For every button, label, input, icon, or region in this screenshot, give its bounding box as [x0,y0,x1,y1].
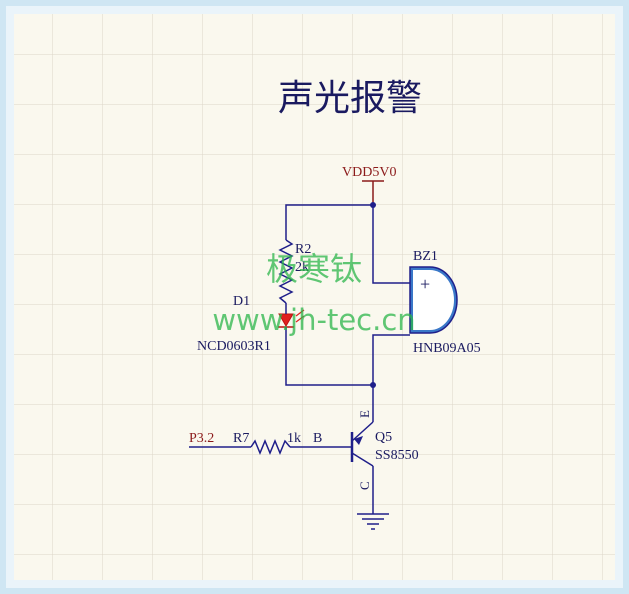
r7-ref: R7 [233,431,249,446]
bz1-ref: BZ1 [413,249,438,264]
resistor-r7 [250,439,291,455]
d1-value: NCD0603R1 [197,339,271,354]
q5-value: SS8550 [375,448,419,463]
led-d1 [278,309,305,336]
transistor-q5 [350,421,374,467]
q5-emitter-pin: E [357,410,372,418]
q5-base-pin: B [313,431,322,446]
bz1-plus-pin: + [420,274,430,294]
r2-ref: R2 [295,242,311,257]
r7-value: 1k [287,431,301,446]
wire-bz-emitter [372,334,410,422]
q5-ref: Q5 [375,430,392,445]
junction-dot [370,202,376,208]
watermark-url: www.jh-tec.cn [212,303,415,337]
wire-d1-emitter [285,336,373,386]
p32-net-label: P3.2 [189,431,214,446]
page-title: 声光报警 [278,78,422,118]
power-net-label: VDD5V0 [342,165,396,180]
ground-symbol [357,513,389,530]
buzzer-bz1 [409,266,458,334]
q5-collector-pin: C [357,481,372,490]
bz1-value: HNB09A05 [413,341,481,356]
junction-dot [370,382,376,388]
grid [14,14,615,580]
watermark-cn: 极寒钛 [266,250,362,288]
power-symbol [362,180,384,205]
r2-value: 2k [295,260,309,275]
resistor-r2 [278,239,294,304]
d1-ref: D1 [233,294,250,309]
